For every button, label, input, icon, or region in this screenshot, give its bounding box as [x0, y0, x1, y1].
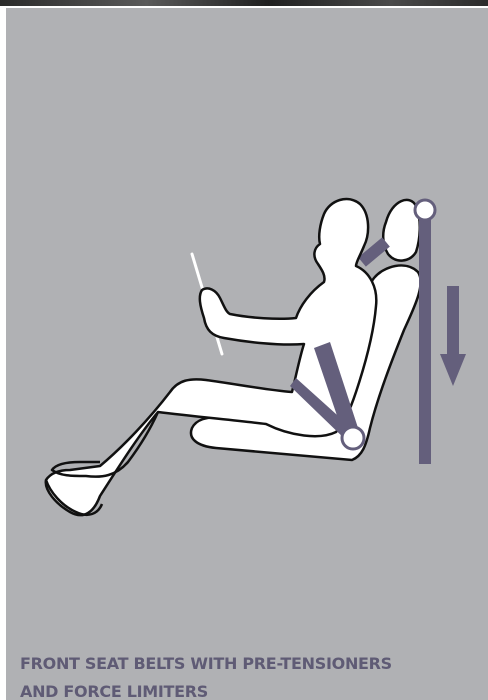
feature-caption: FRONT SEAT BELTS WITH PRE-TENSIONERS AND… — [20, 650, 480, 700]
top-image-strip — [0, 0, 488, 6]
belt-pillar-strip — [419, 216, 431, 464]
upper-anchor-icon — [415, 200, 435, 220]
caption-line-1: FRONT SEAT BELTS WITH PRE-TENSIONERS — [20, 650, 480, 678]
feature-panel: FRONT SEAT BELTS WITH PRE-TENSIONERS AND… — [6, 8, 488, 700]
buckle-icon — [342, 427, 364, 449]
seatbelt-illustration — [6, 8, 488, 648]
caption-line-2: AND FORCE LIMITERS — [20, 678, 480, 700]
down-arrow-icon — [440, 286, 466, 386]
